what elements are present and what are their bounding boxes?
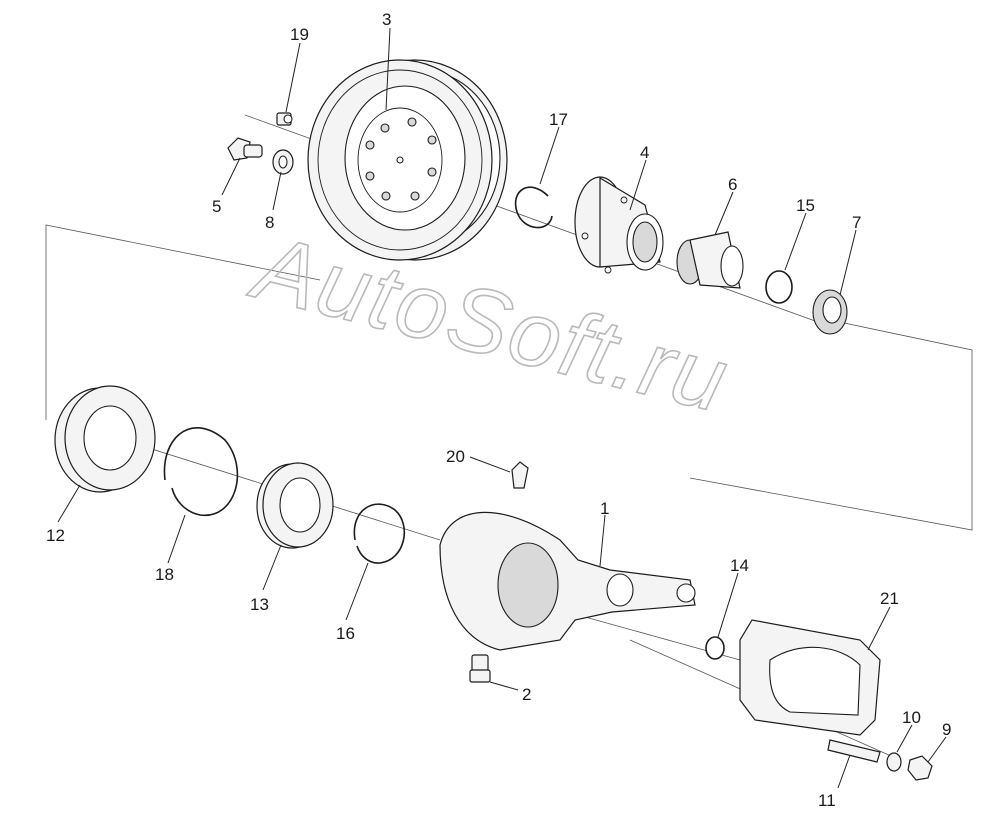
washer-part-8 <box>272 149 294 175</box>
leader-12 <box>57 484 81 523</box>
callout-7: 7 <box>852 213 861 232</box>
ring-part-16 <box>353 503 406 564</box>
leader-6 <box>714 191 734 236</box>
leader-14 <box>717 572 739 638</box>
callout-13: 13 <box>250 595 269 614</box>
callout-17: 17 <box>549 110 568 129</box>
leader-4 <box>629 159 647 211</box>
leader-21 <box>867 606 891 651</box>
leader-5 <box>221 157 241 196</box>
bolt-part-2 <box>469 654 491 683</box>
stud-part-11 <box>827 739 881 763</box>
leader-17 <box>539 126 560 185</box>
callout-1: 1 <box>600 499 609 518</box>
callout-16: 16 <box>336 624 355 643</box>
retaining-ring-part-18 <box>163 427 239 516</box>
lever-housing-part <box>439 511 696 651</box>
callout-12: 12 <box>46 526 65 545</box>
callout-20: 20 <box>446 447 465 466</box>
leader-8 <box>272 171 282 211</box>
grease-nipple-part <box>276 112 293 126</box>
splined-sleeve-part <box>676 231 744 289</box>
callout-18: 18 <box>155 565 174 584</box>
watermark-text: AutoSoft.ru <box>241 215 738 432</box>
assembly-frame <box>45 224 321 420</box>
splined-gear-part <box>812 289 848 335</box>
leader-13 <box>262 544 282 591</box>
washer-part-10 <box>886 752 902 772</box>
leader-3 <box>385 27 391 111</box>
callout-8: 8 <box>265 213 274 232</box>
assembly-frame-right <box>689 319 973 531</box>
nut-part-9 <box>907 755 933 781</box>
leader-7 <box>839 229 857 296</box>
leader-1 <box>599 514 606 567</box>
bolt-part-5 <box>227 137 263 161</box>
callout-6: 6 <box>728 175 737 194</box>
grease-fitting-part <box>511 461 529 489</box>
ring-part-15 <box>765 270 793 304</box>
callout-14: 14 <box>730 556 749 575</box>
leader-11 <box>837 754 851 789</box>
callout-5: 5 <box>212 197 221 216</box>
leader-15 <box>784 212 807 271</box>
callout-11: 11 <box>818 791 836 810</box>
oil-seal-part-12 <box>54 385 156 493</box>
leader-10 <box>896 724 913 753</box>
callout-10: 10 <box>902 708 921 727</box>
callout-9: 9 <box>942 720 951 739</box>
callout-15: 15 <box>796 196 815 215</box>
callout-3: 3 <box>382 10 391 29</box>
leader-2 <box>489 681 519 691</box>
leader-19 <box>285 42 301 113</box>
leader-16 <box>345 562 369 621</box>
snap-ring-part-17 <box>514 186 553 229</box>
hub-flange-part <box>574 176 664 274</box>
bearing-part-13 <box>256 462 334 549</box>
callout-21: 21 <box>880 589 899 608</box>
leader-18 <box>167 514 186 564</box>
callout-2: 2 <box>522 685 531 704</box>
cover-part-21 <box>739 619 881 736</box>
leader-9 <box>927 736 947 763</box>
brake-drum-part <box>307 59 508 261</box>
ring-part-14 <box>705 636 725 660</box>
callout-19: 19 <box>290 25 309 44</box>
callout-4: 4 <box>640 143 649 162</box>
leader-20 <box>469 456 511 473</box>
